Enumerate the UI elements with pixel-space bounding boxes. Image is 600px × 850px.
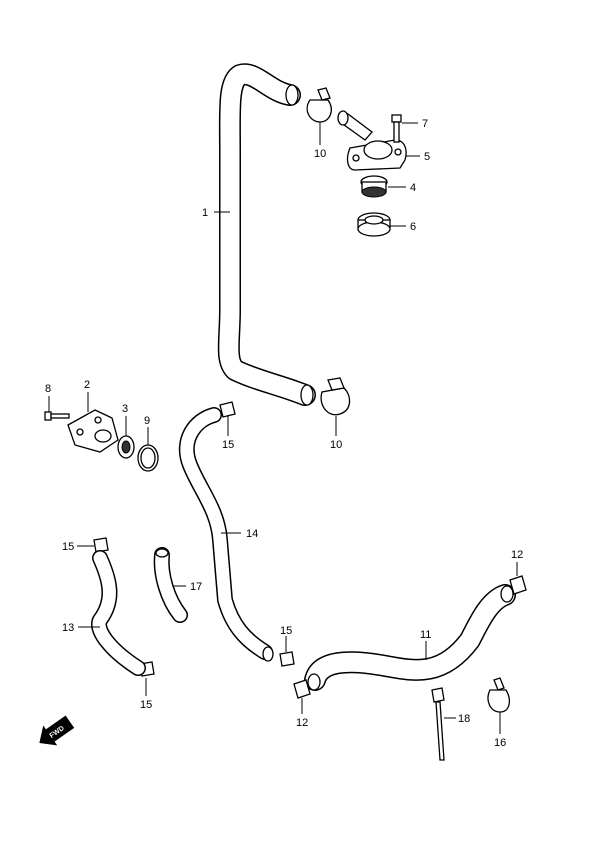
bolt-7 xyxy=(391,114,402,143)
hose-clamp-12-right xyxy=(509,575,527,595)
hose-17 xyxy=(153,547,188,623)
callout-15-a: 15 xyxy=(222,439,234,451)
callout-5: 5 xyxy=(424,151,430,163)
hose-clamp-15-d xyxy=(279,651,295,667)
hose-clamp-15-b xyxy=(93,537,109,553)
hose-clamp-15-a xyxy=(219,401,236,418)
callout-15-b: 15 xyxy=(62,541,74,553)
callout-15-c: 15 xyxy=(140,699,152,711)
callout-12-left: 12 xyxy=(296,717,308,729)
callout-18: 18 xyxy=(458,713,470,725)
hose-1 xyxy=(217,63,316,406)
cable-tie-18 xyxy=(431,687,445,761)
hose-14 xyxy=(178,407,274,662)
leader-lines xyxy=(48,122,518,734)
valve-housing-2 xyxy=(67,409,119,453)
callout-13: 13 xyxy=(62,622,74,634)
callout-2: 2 xyxy=(84,379,90,391)
callout-17: 17 xyxy=(190,581,202,593)
callout-1: 1 xyxy=(202,207,208,219)
callout-10-upper: 10 xyxy=(314,148,326,160)
callout-11: 11 xyxy=(420,629,431,641)
hose-clamp-12-left xyxy=(293,679,311,699)
callout-16: 16 xyxy=(494,737,506,749)
clip-16 xyxy=(487,677,511,713)
o-ring-9 xyxy=(137,444,159,472)
callout-6: 6 xyxy=(410,221,416,233)
callout-15-d: 15 xyxy=(280,625,292,637)
thermostat-cover-5 xyxy=(337,110,407,171)
seal-6 xyxy=(357,212,391,237)
callout-3: 3 xyxy=(122,403,128,415)
fwd-arrow-icon: FWD xyxy=(39,715,75,746)
hose-13 xyxy=(91,550,146,676)
callout-10-lower: 10 xyxy=(330,439,342,451)
valve-3 xyxy=(117,435,135,459)
callout-12-right: 12 xyxy=(511,549,523,561)
callout-9: 9 xyxy=(144,415,150,427)
bolt-8 xyxy=(44,411,70,421)
hose-clamp-10-lower xyxy=(320,377,351,416)
hose-clamp-10-upper xyxy=(306,87,332,123)
callout-7: 7 xyxy=(422,118,428,130)
callout-14: 14 xyxy=(246,528,258,540)
callout-8: 8 xyxy=(45,383,51,395)
hose-11 xyxy=(304,584,516,691)
callout-4: 4 xyxy=(410,182,416,194)
thermostat-4 xyxy=(360,175,388,198)
